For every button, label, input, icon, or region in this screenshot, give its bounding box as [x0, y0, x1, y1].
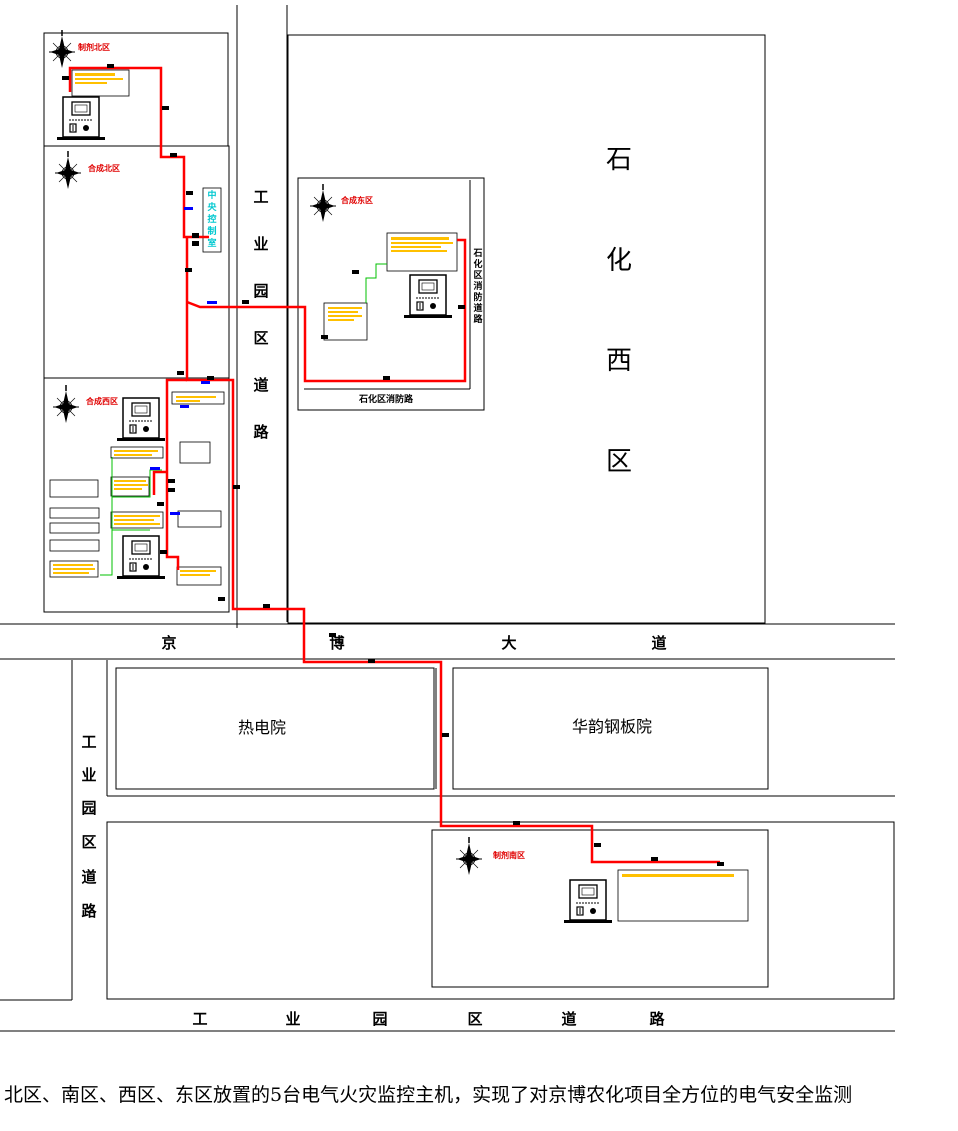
svg-text:区: 区 — [606, 447, 632, 477]
fire-monitor-host-icon — [563, 879, 613, 924]
svg-text:道: 道 — [253, 376, 268, 394]
svg-text:道: 道 — [473, 302, 482, 314]
equipment-label-lines — [53, 73, 734, 877]
svg-text:京: 京 — [161, 634, 176, 652]
svg-text:路: 路 — [81, 902, 97, 920]
svg-text:路: 路 — [473, 313, 483, 325]
compass-icon — [309, 183, 337, 223]
svg-text:业: 业 — [81, 766, 96, 784]
svg-text:央: 央 — [207, 201, 217, 213]
fire-monitor-host-icon — [116, 535, 166, 580]
node-markers — [62, 64, 724, 866]
thermal-plant-label: 热电院 — [238, 718, 286, 737]
svg-text:控: 控 — [207, 213, 216, 225]
svg-text:业: 业 — [253, 235, 268, 253]
panel-boxes — [49, 69, 749, 922]
fire-monitor-host-icon — [56, 96, 106, 141]
control-room-label: 中 央 控 制 室 — [207, 189, 217, 249]
svg-text:路: 路 — [253, 423, 269, 441]
svg-text:石: 石 — [606, 145, 632, 175]
svg-text:西: 西 — [606, 346, 632, 376]
diagram-caption: 北区、南区、西区、东区放置的5台电气火灾监控主机，实现了对京博农化项目全方位的电… — [4, 1084, 853, 1106]
left-plots — [43, 32, 230, 613]
svg-text:业: 业 — [285, 1010, 300, 1028]
area-label-south: 制剂南区 — [493, 850, 525, 860]
svg-text:大: 大 — [501, 634, 516, 652]
svg-text:道: 道 — [651, 634, 666, 652]
shihua-west-label: 石 化 西 区 — [606, 145, 632, 477]
jingbo-avenue: 京 博 大 道 — [161, 634, 666, 652]
svg-text:防: 防 — [473, 291, 482, 303]
shihua-west-plot — [287, 34, 766, 624]
svg-text:区: 区 — [473, 270, 482, 281]
svg-text:路: 路 — [649, 1010, 665, 1028]
area-label-north: 制剂北区 — [78, 42, 110, 52]
svg-text:道: 道 — [561, 1010, 576, 1028]
svg-text:室: 室 — [207, 237, 216, 249]
svg-text:工: 工 — [253, 188, 268, 206]
svg-text:化: 化 — [473, 258, 482, 270]
lower-yards — [106, 667, 895, 1000]
svg-text:博: 博 — [329, 634, 344, 652]
compass-icon — [52, 384, 80, 424]
svg-text:制: 制 — [207, 225, 216, 237]
compass-icon — [48, 29, 76, 69]
svg-text:园: 园 — [372, 1010, 387, 1028]
blue-node-markers — [150, 207, 217, 515]
svg-text:工: 工 — [192, 1010, 207, 1028]
fire-monitor-host-icon — [116, 397, 166, 442]
svg-text:消: 消 — [473, 280, 482, 292]
svg-text:园: 园 — [81, 799, 96, 817]
huayun-steel-label: 华韵钢板院 — [572, 717, 652, 736]
svg-text:园: 园 — [253, 282, 268, 300]
industrial-road-bottom: 工 业 园 区 道 路 — [192, 1010, 665, 1028]
svg-text:道: 道 — [81, 868, 96, 886]
area-label-synthesis-east: 合成东区 — [340, 195, 373, 205]
svg-text:中: 中 — [207, 189, 216, 201]
svg-text:工: 工 — [81, 733, 96, 751]
svg-text:区: 区 — [467, 1010, 482, 1028]
industrial-road-left: 工 业 园 区 道 路 — [81, 733, 97, 920]
compass-icon — [455, 836, 483, 876]
svg-text:石: 石 — [472, 248, 482, 259]
svg-text:区: 区 — [253, 329, 268, 347]
area-label-synthesis-north: 合成北区 — [87, 163, 120, 173]
monitoring-network-line — [68, 66, 720, 864]
shihua-fire-road-horizontal: 石化区消防路 — [358, 393, 414, 405]
industrial-road-top: 工 业 园 区 道 路 — [253, 188, 269, 441]
road-network — [0, 5, 895, 1032]
compass-icon — [54, 150, 82, 190]
synthesis-east-plot — [297, 177, 485, 411]
svg-text:化: 化 — [606, 246, 632, 276]
shihua-fire-road-vertical: 石 化 区 消 防 道 路 — [472, 248, 483, 325]
fire-monitor-host-icon — [403, 274, 453, 319]
area-label-synthesis-west: 合成西区 — [85, 396, 118, 406]
svg-text:区: 区 — [81, 833, 96, 851]
